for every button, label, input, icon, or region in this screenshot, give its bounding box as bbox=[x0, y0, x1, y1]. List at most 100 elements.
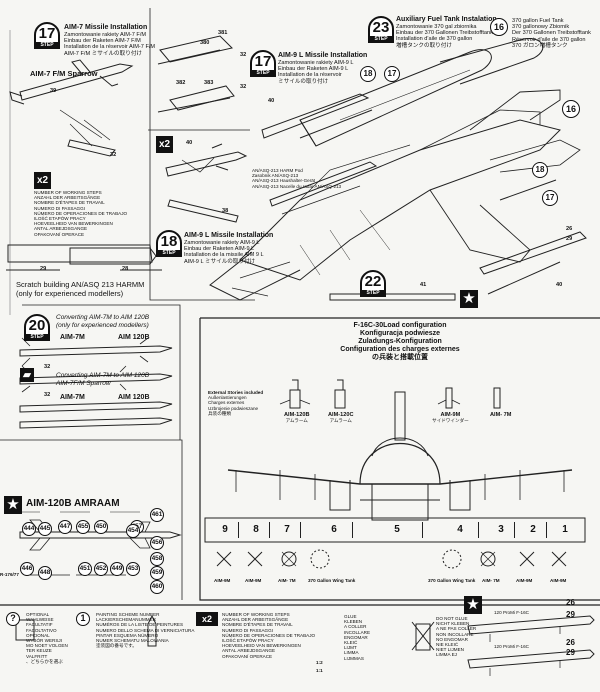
harm-pod-note: AN/ASQ-213 HARM Pod Zasobnik AN/ASQ-213 … bbox=[252, 168, 342, 189]
part-32-c: 32 bbox=[110, 152, 117, 158]
step18-left-text: AIM-9 L Missile Installation Zamontowani… bbox=[184, 232, 274, 265]
part-458: 458 bbox=[150, 552, 164, 566]
part-445: 445 bbox=[38, 522, 52, 536]
step16-text: 370 gallon Fuel Tank 370 gallonowy Zbior… bbox=[512, 18, 591, 49]
part-40-right: 40 bbox=[556, 282, 563, 288]
station-7: 7 bbox=[274, 522, 301, 538]
station-9: 9 bbox=[212, 522, 239, 538]
station-1: 1 bbox=[562, 524, 568, 535]
part-452: 452 bbox=[94, 562, 108, 576]
star-icon-bottom: ★ bbox=[464, 596, 482, 614]
part-32-e: 32 bbox=[44, 392, 51, 398]
legend-ratio-b: 1:1 bbox=[316, 668, 323, 673]
harm-note: Scratch building AN/ASQ 213 HARMM (only … bbox=[16, 280, 145, 298]
part-453: 453 bbox=[126, 562, 140, 576]
step17-left-text: AIM-7 Missile Installation Zamontowanie … bbox=[64, 24, 156, 57]
part-444: 444 bbox=[22, 522, 36, 536]
tank-label-b: 120 ProMi F-16C bbox=[494, 644, 529, 649]
x2-badge-aim9: x2 bbox=[156, 136, 173, 153]
label-aim7m-b: AIM-7M bbox=[60, 394, 85, 401]
station-5: 5 bbox=[372, 522, 423, 538]
part-26-right: 26 bbox=[566, 226, 573, 232]
part-448: 448 bbox=[38, 566, 52, 580]
step23-text: Auxiliary Fuel Tank Instalation Zamontow… bbox=[396, 16, 497, 49]
store-aim9m: AIM-9M サイドワインダー bbox=[432, 412, 469, 424]
step-badge-17-a: 17 bbox=[384, 66, 400, 82]
tank-label-a: 120 ProMi F-16C bbox=[494, 610, 529, 615]
part-38: 38 bbox=[222, 208, 229, 214]
station-3: 3 bbox=[488, 522, 515, 538]
part-32-d: 32 bbox=[44, 364, 51, 370]
store-aim120b: AIM-120B アムラーム bbox=[284, 412, 310, 424]
store-aim7m: AIM- 7M bbox=[490, 412, 512, 418]
bottom-store-3: AIM- 7M bbox=[482, 578, 500, 583]
label-aim120b-b: AIM 120B bbox=[118, 394, 150, 401]
step17-center-text: AIM-9 L Missile Installation Zamontowani… bbox=[278, 52, 368, 85]
step-badge-16-b: 16 bbox=[562, 100, 580, 118]
part-382: 382 bbox=[176, 80, 186, 86]
part-32-b: 32 bbox=[240, 84, 247, 90]
part-455: 455 bbox=[76, 520, 90, 534]
part-380: 380 bbox=[200, 40, 210, 46]
step-badge-17-b: 17 bbox=[542, 190, 558, 206]
part-26-bottom-a: 26 bbox=[566, 598, 575, 607]
part-381: 381 bbox=[218, 30, 228, 36]
part-383: 383 bbox=[204, 80, 214, 86]
part-446: 446 bbox=[20, 562, 34, 576]
aim120-side-label: R-176/77 bbox=[0, 572, 19, 577]
label-aim7m-a: AIM-7M bbox=[60, 334, 85, 341]
aim7-label: AIM-7 F/M Sparrow bbox=[30, 69, 98, 78]
bottom-store-6: 370 Gallon Wing Tank bbox=[308, 578, 356, 583]
part-40-a: 40 bbox=[186, 140, 193, 146]
paint-marker-icon: ▰ bbox=[20, 368, 34, 382]
part-29: 29 bbox=[40, 266, 47, 272]
bottom-store-4: 370 Gallon Wing Tank bbox=[428, 578, 476, 583]
part-28: 28 bbox=[122, 266, 129, 272]
optional-icon: ? bbox=[6, 612, 20, 626]
part-41: 41 bbox=[420, 282, 427, 288]
star-icon: ★ bbox=[460, 290, 478, 308]
station-2: 2 bbox=[520, 522, 547, 538]
part-39: 39 bbox=[50, 88, 57, 94]
part-456: 456 bbox=[150, 536, 164, 550]
station-6: 6 bbox=[316, 522, 353, 538]
part-461: 461 bbox=[150, 508, 164, 522]
part-29-bottom-a: 29 bbox=[566, 610, 575, 619]
external-stores-title: External Stories included Außenlastierun… bbox=[208, 390, 264, 416]
label-aim120b-a: AIM 120B bbox=[118, 334, 150, 341]
step-badge-16: 16 bbox=[490, 18, 508, 36]
working-steps-icon: x2 bbox=[196, 612, 218, 626]
part-451: 451 bbox=[78, 562, 92, 576]
part-460: 460 bbox=[150, 580, 164, 594]
step20-conv1: Converting AIM-7M to AIM 120B (only for … bbox=[56, 314, 150, 329]
load-config-title: F-16C-30Load configuration Konfiguracja … bbox=[340, 322, 460, 361]
part-449: 449 bbox=[110, 562, 124, 576]
part-454: 454 bbox=[126, 524, 140, 538]
bottom-store-9: AIM-9M bbox=[214, 578, 231, 583]
part-32-a: 32 bbox=[240, 52, 247, 58]
part-459: 459 bbox=[150, 566, 164, 580]
step-badge-18-b: 18 bbox=[532, 162, 548, 178]
step20-conv2: Converting AIM-7M to AIM 120B AIM-7F/M S… bbox=[56, 372, 150, 387]
bottom-store-7: AIM- 7M bbox=[278, 578, 296, 583]
part-26-bottom-b: 26 bbox=[566, 638, 575, 647]
paint-scheme-icon: 1 bbox=[76, 612, 90, 626]
legend-ratio-a: 1:2 bbox=[316, 660, 323, 665]
station-4: 4 bbox=[442, 522, 479, 538]
bottom-store-8: AIM-9M bbox=[245, 578, 262, 583]
aim120-title: AIM-120B AMRAAM bbox=[26, 498, 120, 509]
part-29-right: 29 bbox=[566, 236, 573, 242]
part-29-bottom-b: 29 bbox=[566, 648, 575, 657]
x2-badge-left: x2 bbox=[34, 172, 51, 189]
part-447: 447 bbox=[58, 520, 72, 534]
